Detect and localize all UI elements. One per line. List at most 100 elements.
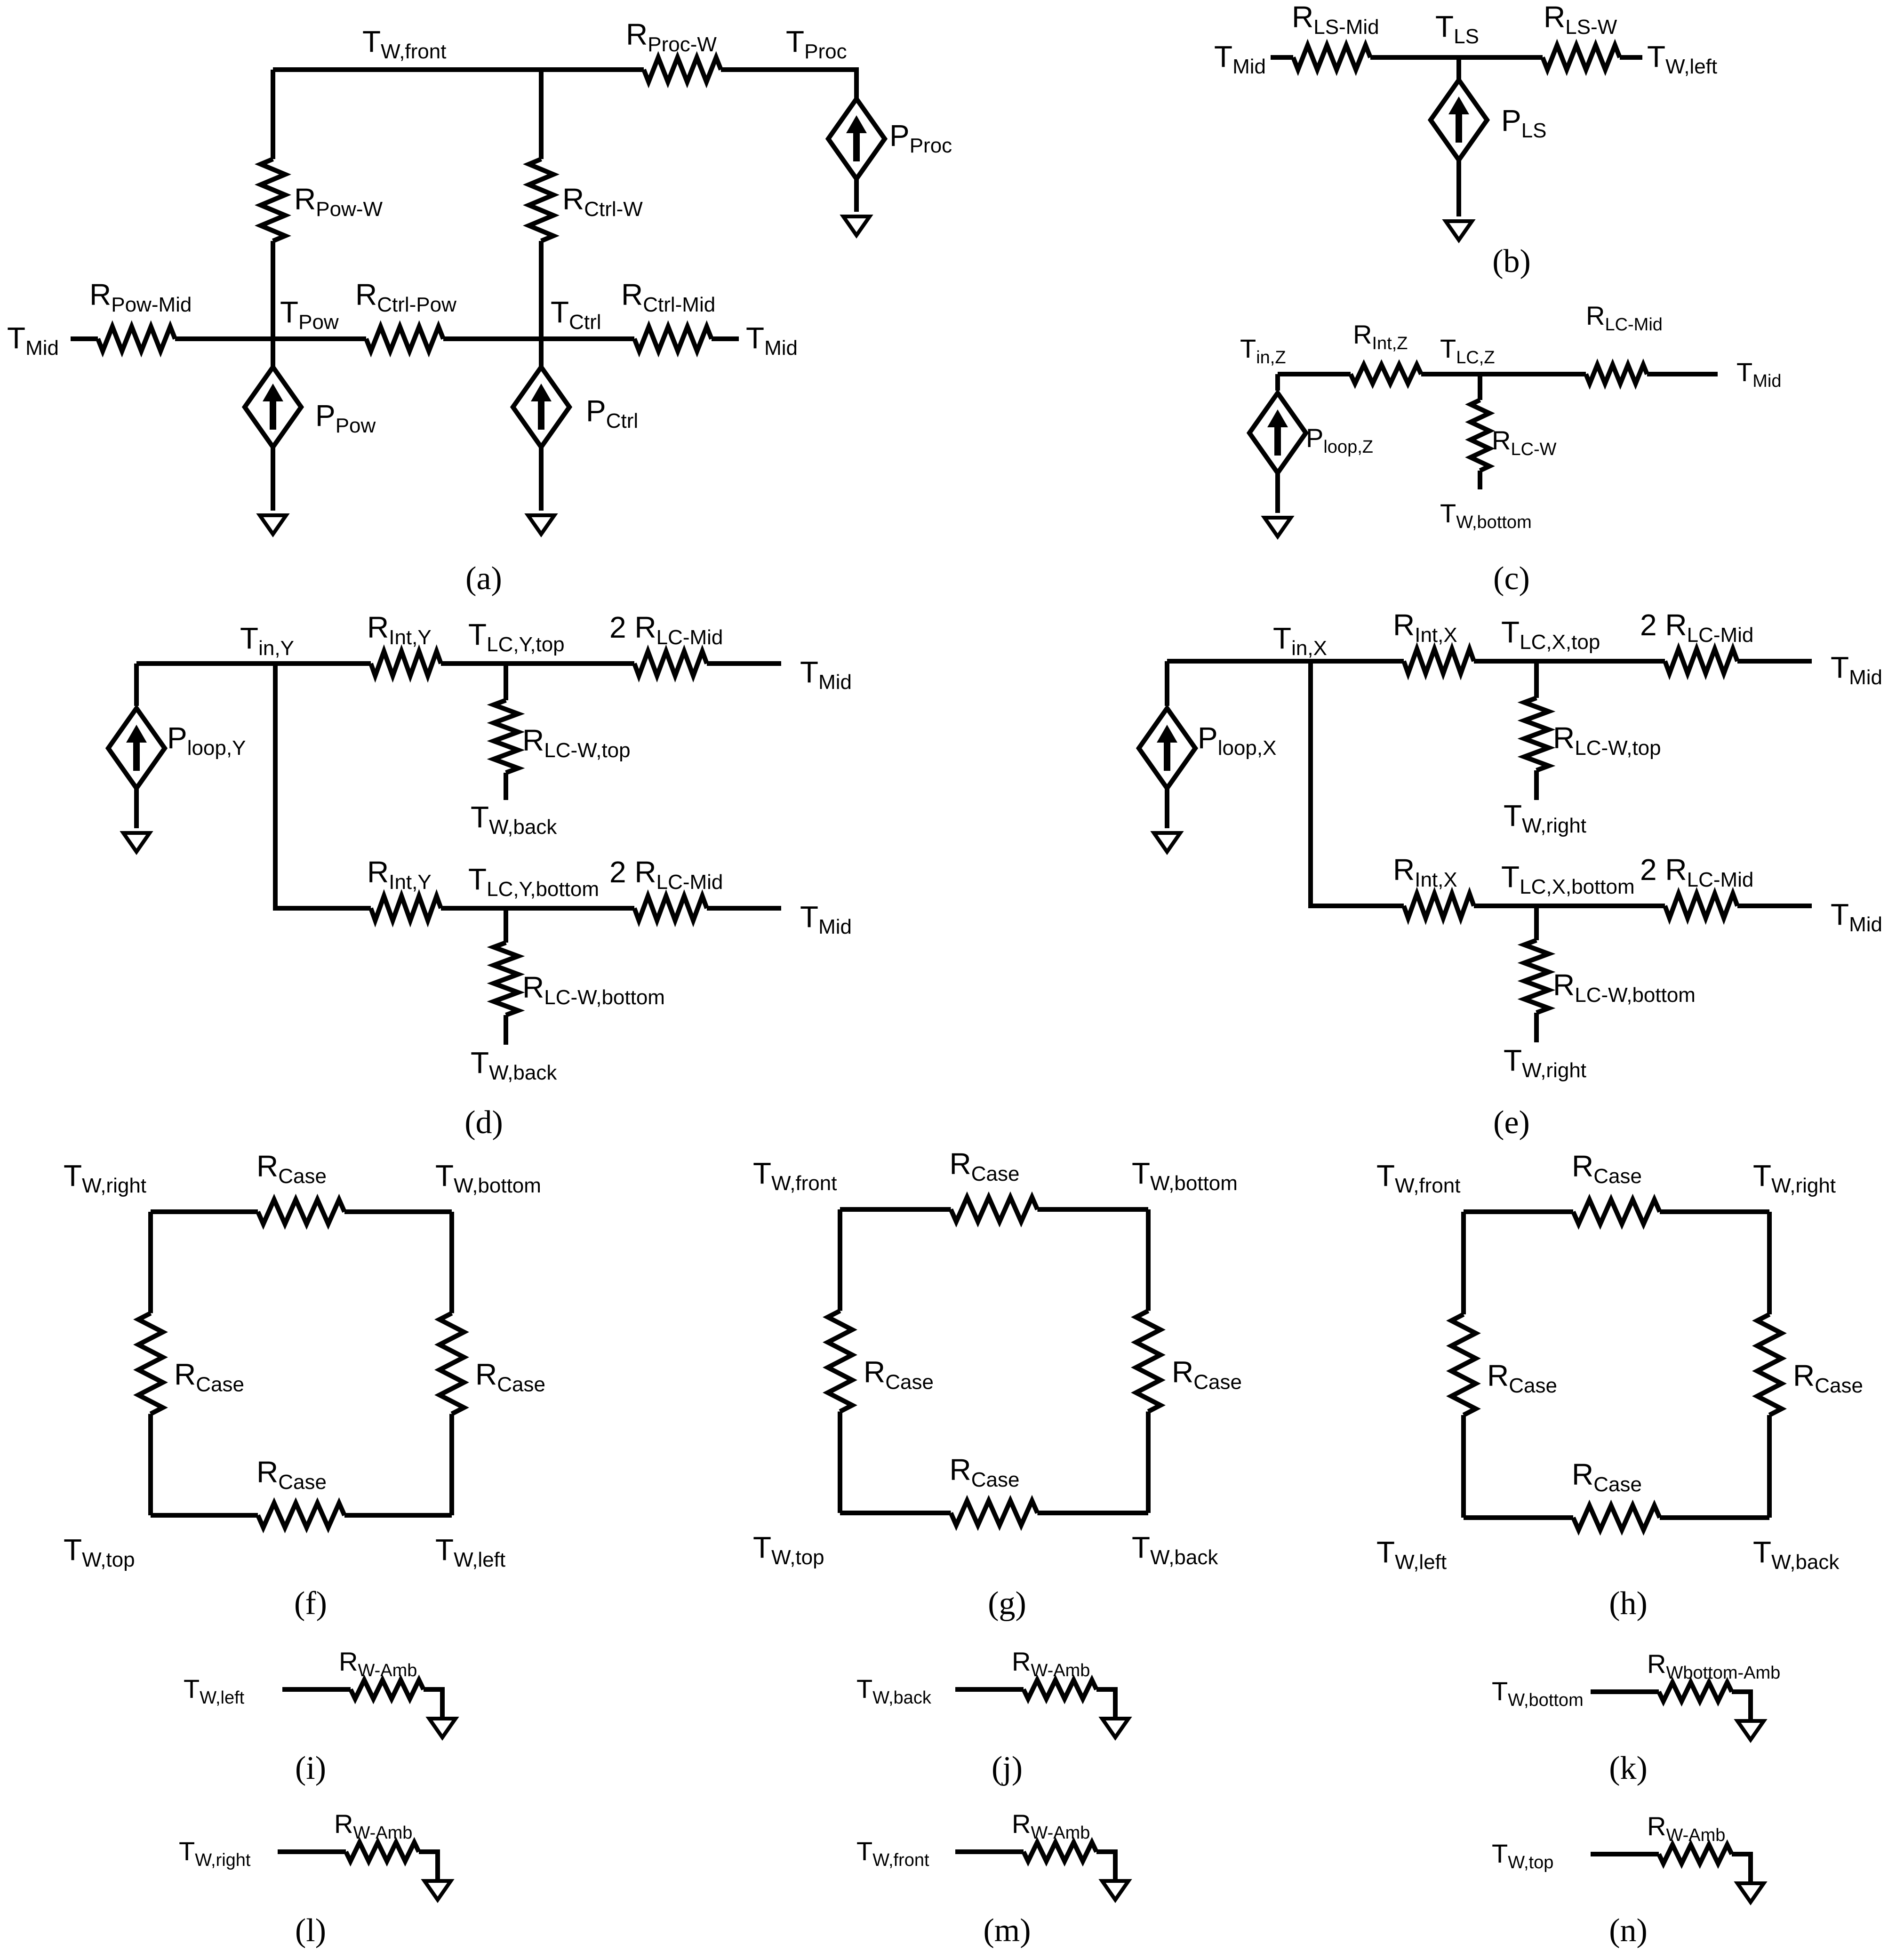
wire bbox=[273, 664, 367, 911]
resistor-case-left bbox=[133, 1311, 168, 1416]
caption-g: (g) bbox=[988, 1585, 1026, 1622]
caption-d: (d) bbox=[464, 1104, 503, 1141]
label-r-w-amb: RW-Amb bbox=[334, 1809, 412, 1843]
caption-b: (b) bbox=[1492, 243, 1531, 280]
label-corner-top-left: TW,front bbox=[753, 1156, 837, 1195]
label-t-mid: TMid bbox=[1831, 897, 1882, 936]
label-r-int-x: RInt,X bbox=[1393, 608, 1457, 647]
label-corner-bottom-left: TW,top bbox=[64, 1533, 135, 1571]
ground-pow bbox=[256, 513, 290, 537]
label-t-proc: TProc bbox=[786, 24, 847, 63]
label-corner-top-left: TW,right bbox=[64, 1159, 146, 1197]
label-t-lc-z: TLC,Z bbox=[1440, 334, 1495, 368]
label-r-lc-w-top: RLC-W,top bbox=[1553, 721, 1661, 760]
label-r-lc-mid: RLC-Mid bbox=[1586, 301, 1663, 335]
label-r-int-y: RInt,Y bbox=[367, 855, 432, 894]
wire bbox=[1096, 1687, 1118, 1718]
caption-h: (h) bbox=[1609, 1585, 1648, 1622]
label-t-w-right: TW,right bbox=[1504, 1043, 1586, 1082]
label-p-proc: PProc bbox=[889, 119, 952, 157]
label-r-case: RCase bbox=[475, 1358, 545, 1396]
current-source-loop-z bbox=[1246, 389, 1309, 477]
label-r-case: RCase bbox=[1572, 1149, 1642, 1188]
label-t-w-back: TW,back bbox=[471, 800, 557, 839]
label-r-lc-mid: 2 RLC-Mid bbox=[1640, 608, 1753, 647]
resistor-case-right bbox=[1131, 1309, 1166, 1414]
label-t-pow: TPow bbox=[280, 295, 339, 334]
resistor-lc-mid-top bbox=[632, 644, 709, 683]
ground-loop-z bbox=[1261, 516, 1295, 540]
label-r-lc-w-top: RLC-W,top bbox=[522, 723, 631, 762]
ground-ambient bbox=[421, 1879, 455, 1903]
caption-l: (l) bbox=[295, 1912, 326, 1949]
label-t-mid: TMid bbox=[1214, 40, 1266, 78]
ground-ambient bbox=[425, 1717, 459, 1741]
wire bbox=[1732, 1689, 1753, 1720]
label-corner-top-left: TW,front bbox=[1376, 1159, 1460, 1197]
resistor-int-y-top bbox=[368, 644, 443, 683]
resistor-lc-mid-bottom bbox=[1663, 887, 1740, 925]
label-r-case: RCase bbox=[256, 1455, 327, 1494]
ground-loop-x bbox=[1150, 831, 1184, 855]
caption-j: (j) bbox=[992, 1750, 1023, 1786]
resistor-case-top bbox=[948, 1191, 1040, 1228]
resistor-w-amb bbox=[1656, 1839, 1734, 1869]
caption-m: (m) bbox=[983, 1912, 1031, 1949]
resistor-case-top bbox=[1571, 1193, 1662, 1230]
label-r-case: RCase bbox=[1793, 1359, 1863, 1397]
label-node: TW,bottom bbox=[1492, 1676, 1584, 1710]
caption-c: (c) bbox=[1493, 560, 1530, 597]
caption-i: (i) bbox=[295, 1750, 326, 1786]
label-t-ctrl: TCtrl bbox=[551, 295, 601, 334]
label-t-mid: TMid bbox=[800, 655, 852, 694]
label-r-case: RCase bbox=[1487, 1359, 1557, 1397]
label-node: TW,front bbox=[856, 1836, 929, 1870]
label-r-ls-mid: RLS-Mid bbox=[1292, 0, 1379, 39]
label-p-loop-x: Ploop,X bbox=[1198, 721, 1276, 760]
label-t-mid: TMid bbox=[800, 900, 852, 938]
label-r-case: RCase bbox=[174, 1358, 244, 1396]
label-t-mid: TMid bbox=[746, 321, 798, 360]
label-p-pow: PPow bbox=[315, 399, 376, 437]
label-r-case: RCase bbox=[950, 1147, 1020, 1185]
label-r-int-x: RInt,X bbox=[1393, 853, 1457, 891]
label-r-int-z: RInt,Z bbox=[1353, 320, 1408, 353]
label-t-lc-y-top: TLC,Y,top bbox=[468, 617, 565, 656]
resistor-pow-mid bbox=[96, 320, 177, 358]
current-source-proc bbox=[825, 95, 888, 183]
resistor-int-z bbox=[1348, 359, 1424, 389]
ground-ambient bbox=[1734, 1881, 1768, 1905]
label-r-case: RCase bbox=[864, 1355, 934, 1394]
resistor-case-left bbox=[1446, 1312, 1481, 1417]
caption-a: (a) bbox=[465, 560, 502, 597]
label-t-in-z: Tin,Z bbox=[1240, 334, 1286, 368]
label-t-mid: TMid bbox=[1831, 650, 1882, 689]
label-r-lc-w: RLC-W bbox=[1492, 425, 1557, 459]
label-t-w-back: TW,back bbox=[471, 1046, 557, 1084]
label-corner-top-right: TW,right bbox=[1753, 1159, 1836, 1197]
resistor-case-right bbox=[434, 1311, 469, 1416]
label-t-in-x: Tin,X bbox=[1273, 621, 1327, 660]
resistor-lc-mid-top bbox=[1663, 642, 1740, 680]
resistor-case-top bbox=[256, 1193, 347, 1230]
label-r-int-y: RInt,Y bbox=[367, 610, 432, 649]
label-r-w-amb: RW-Amb bbox=[1012, 1647, 1090, 1680]
label-r-ctrl-w: RCtrl-W bbox=[562, 182, 643, 221]
ground-ambient bbox=[1734, 1719, 1768, 1743]
label-r-ctrl-mid: RCtrl-Mid bbox=[621, 278, 715, 316]
resistor-ctrl-mid bbox=[632, 320, 714, 358]
resistor-int-x-top bbox=[1401, 642, 1476, 680]
resistor-lc-w-bottom bbox=[487, 940, 525, 1017]
label-node: TW,top bbox=[1492, 1839, 1553, 1872]
resistor-ctrl-w bbox=[523, 157, 560, 243]
resistor-lc-w-top bbox=[1517, 696, 1556, 773]
